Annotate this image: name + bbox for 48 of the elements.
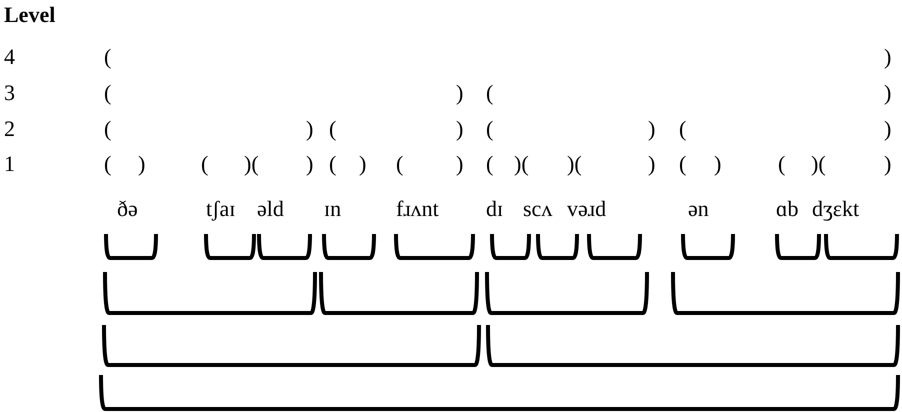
syllable-transcription: scʌ — [523, 198, 552, 220]
syllable-transcription: ðə — [117, 198, 138, 220]
parenthesis: ( — [486, 82, 494, 104]
parenthesis: ) — [884, 46, 892, 68]
parenthesis: ( — [104, 153, 112, 175]
parenthesis: ) — [359, 153, 366, 175]
parenthesis: ) — [714, 153, 722, 175]
syllable-transcription: ən — [688, 198, 709, 220]
level-number: 2 — [4, 118, 15, 140]
parenthesis: ) — [456, 153, 464, 175]
syllable-transcription: vəɹd — [567, 198, 606, 220]
level-number: 1 — [4, 153, 15, 175]
parenthesis: ( — [778, 153, 786, 175]
parenthesis: ) — [648, 153, 656, 175]
parenthesis: ) — [648, 118, 656, 140]
parenthesis: ( — [329, 153, 336, 175]
syllable-transcription: ɪn — [324, 198, 342, 220]
syllable-transcription: fɹʌnt — [396, 198, 439, 220]
level-heading: Level — [4, 4, 56, 26]
parenthesis: ( — [329, 118, 336, 140]
syllable-transcription: dɪ — [486, 198, 504, 220]
parenthesis: ) — [884, 82, 892, 104]
parenthesis: ( — [201, 153, 208, 175]
parenthesis: ) — [456, 118, 464, 140]
parenthesis: ( — [104, 82, 112, 104]
parenthesis: ( — [104, 46, 112, 68]
parenthesis: ) — [138, 153, 146, 175]
syllable-transcription: tʃaɪ — [206, 198, 236, 220]
parenthesis: ( — [104, 118, 112, 140]
level-number: 3 — [4, 82, 15, 104]
parenthesis: ( — [486, 153, 494, 175]
syllable-transcription: əld — [257, 198, 284, 220]
parenthesis: )( — [244, 153, 259, 175]
syllable-transcription: ɑb — [776, 198, 799, 220]
parenthesis: ( — [486, 118, 494, 140]
parenthesis: ( — [396, 153, 404, 175]
parenthesis: )( — [514, 153, 529, 175]
parenthesis: )( — [811, 153, 826, 175]
level-number: 4 — [4, 46, 15, 68]
parenthesis: ) — [456, 82, 464, 104]
parenthesis: ) — [884, 118, 892, 140]
parenthesis: )( — [567, 153, 582, 175]
parenthesis: ) — [306, 118, 314, 140]
parenthesis: ( — [679, 153, 686, 175]
parenthesis: ( — [679, 118, 686, 140]
parenthesis: ) — [306, 153, 314, 175]
parenthesis: ) — [884, 153, 892, 175]
syllable-transcription: dʒɛkt — [812, 198, 860, 220]
